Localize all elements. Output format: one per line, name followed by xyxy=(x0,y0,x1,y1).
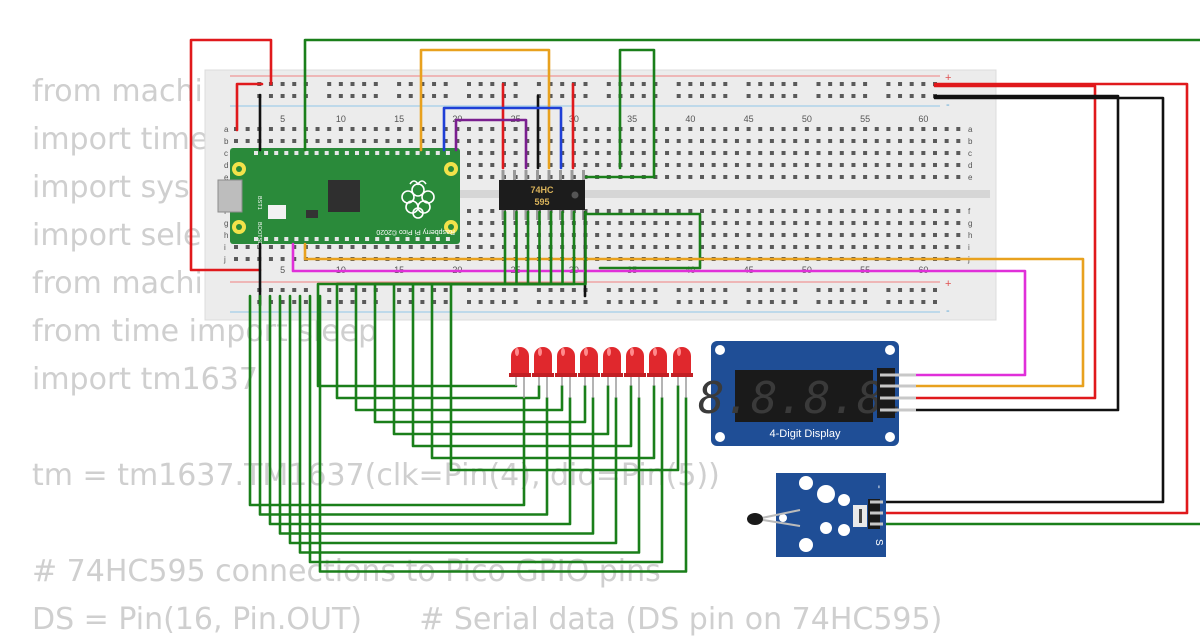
row-letter: h xyxy=(224,231,228,240)
column-number: 5 xyxy=(280,265,285,275)
column-number: 60 xyxy=(918,114,928,124)
circuit-diagram: 5510101515202025253030353540404545505055… xyxy=(189,38,1200,573)
raspberry-logo-icon xyxy=(401,180,435,219)
row-letter: d xyxy=(968,161,972,170)
code-line: import time xyxy=(32,122,209,157)
led xyxy=(647,347,669,398)
row-letter: c xyxy=(968,149,972,158)
row-letter: e xyxy=(968,173,973,182)
column-number: 35 xyxy=(627,114,637,124)
column-number: 45 xyxy=(744,114,754,124)
column-number: 50 xyxy=(802,114,812,124)
rail-minus-top: - xyxy=(946,99,950,111)
code-line: import sys xyxy=(32,170,190,205)
sensor-pin-minus: - xyxy=(873,485,885,489)
code-line: import tm1637 xyxy=(32,362,258,397)
display-digits: 8.8.8.8. xyxy=(698,373,910,424)
four-digit-display: 8.8.8.8. 4-Digit Display xyxy=(698,341,916,446)
temperature-sensor-module: - S xyxy=(747,473,886,557)
row-letter: b xyxy=(968,137,973,146)
column-number: 10 xyxy=(336,114,346,124)
code-line: from machi xyxy=(32,266,203,301)
row-letter: i xyxy=(968,243,970,252)
code-line: from machi xyxy=(32,74,203,109)
led xyxy=(601,347,623,398)
led-array xyxy=(509,347,693,398)
row-letter: a xyxy=(224,125,229,134)
led xyxy=(578,347,600,398)
column-number: 5 xyxy=(280,114,285,124)
row-letter: e xyxy=(224,173,229,182)
row-letter: g xyxy=(968,219,972,228)
led xyxy=(532,347,554,398)
row-letter: h xyxy=(968,231,972,240)
row-letter: c xyxy=(224,149,228,158)
row-letter: f xyxy=(968,207,971,216)
rail-plus-top: + xyxy=(945,72,951,84)
shift-register-74hc595: 74HC 595 xyxy=(499,170,585,220)
row-letter: d xyxy=(224,161,228,170)
pico-label: Raspberry Pi Pico ©2020 xyxy=(376,228,455,236)
row-letter: g xyxy=(224,219,228,228)
code-line: tm = tm1637.TM1637(clk=Pin(4), dio=Pin(5… xyxy=(32,458,720,493)
pico-pins xyxy=(254,151,450,241)
led xyxy=(671,347,693,398)
rail-minus-bottom: - xyxy=(946,305,950,317)
ic-label-line2: 595 xyxy=(534,197,549,207)
ic-label-line1: 74HC xyxy=(530,185,554,195)
pico-bootsel-label: BOOTSEL xyxy=(256,222,262,248)
led xyxy=(624,347,646,398)
wires xyxy=(189,38,1200,573)
row-letter: b xyxy=(224,137,229,146)
thermistor-icon xyxy=(747,509,801,527)
rail-plus-bottom: + xyxy=(945,278,951,290)
raspberry-pi-pico: Raspberry Pi Pico ©2020 BST1 BOOTSEL xyxy=(217,148,460,248)
row-letter: j xyxy=(223,255,226,264)
row-letter: a xyxy=(968,125,973,134)
column-number: 40 xyxy=(685,114,695,124)
sensor-pin-s: S xyxy=(873,539,884,546)
display-label: 4-Digit Display xyxy=(770,428,841,440)
column-number: 55 xyxy=(860,114,870,124)
column-number: 15 xyxy=(394,114,404,124)
led xyxy=(555,347,577,398)
led xyxy=(509,347,531,398)
pico-bst1-label: BST1 xyxy=(256,196,262,210)
row-letter: i xyxy=(224,243,226,252)
